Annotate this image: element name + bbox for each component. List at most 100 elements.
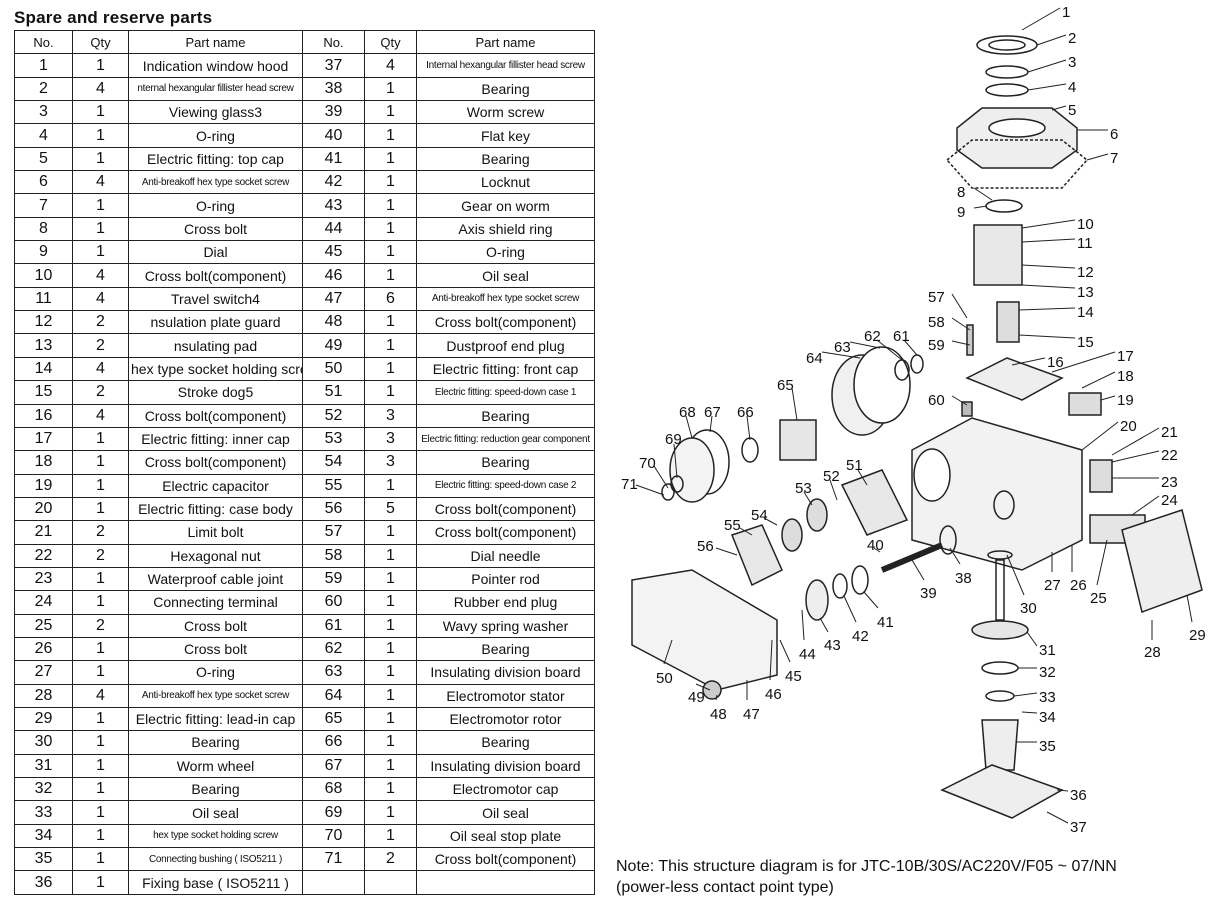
viewing-glass-shape (985, 65, 1029, 79)
cell-qty: 1 (364, 356, 417, 382)
waterproof-cable-joint-shape (1089, 459, 1113, 493)
cell-no: 33 (14, 800, 73, 825)
part-callout-11: 11 (1077, 235, 1093, 252)
part-callout-56: 56 (697, 538, 714, 555)
cell-qty: 1 (364, 613, 417, 638)
cell-part-name: Stroke dog5 (128, 380, 303, 405)
leader-line-63 (849, 341, 881, 349)
cell-part-name: Axis shield ring (416, 216, 595, 242)
cell-no: 71 (302, 847, 365, 872)
part-callout-1: 1 (1062, 4, 1070, 21)
leader-line-14 (1018, 307, 1076, 311)
cell-no: 46 (302, 263, 365, 288)
note-line-1: Note: This structure diagram is for JTC-… (616, 858, 1117, 875)
cell-no: 21 (14, 520, 73, 545)
part-callout-8: 8 (957, 184, 965, 201)
o-ring-4-shape (985, 83, 1029, 97)
cell-no: 39 (302, 100, 365, 125)
cell-qty: 3 (364, 403, 417, 428)
cell-no: 48 (302, 310, 365, 335)
leader-line-59 (951, 340, 971, 346)
cell-qty: 1 (72, 566, 129, 592)
leader-line-20 (1081, 421, 1119, 451)
part-callout-39: 39 (920, 585, 937, 602)
column-header-part-name: Part name (128, 29, 303, 55)
part-callout-12: 12 (1077, 264, 1094, 281)
electromotor-rotor-shape (779, 419, 817, 461)
part-callout-66: 66 (737, 404, 754, 421)
indication-window-hood-inner (988, 39, 1026, 51)
part-callout-31: 31 (1039, 642, 1056, 659)
cell-qty: 1 (364, 660, 417, 685)
cell-part-name: O-ring (128, 123, 303, 148)
part-callout-46: 46 (765, 686, 782, 703)
leader-line-12 (1021, 264, 1076, 269)
leader-line-44 (801, 609, 805, 641)
part-callout-29: 29 (1189, 627, 1206, 644)
leader-line-39 (911, 559, 925, 581)
bearing-38-shape (939, 525, 957, 555)
part-callout-38: 38 (955, 570, 972, 587)
cell-qty: 1 (364, 776, 417, 802)
cell-qty: 1 (364, 333, 417, 358)
bearing-32-shape (981, 661, 1019, 675)
locknut-shape (832, 573, 848, 599)
leader-line-18 (1081, 371, 1116, 389)
cell-qty: 1 (364, 800, 417, 825)
cell-no: 6 (14, 170, 73, 195)
column-header-part-name: Part name (416, 29, 595, 55)
cell-qty: 1 (364, 380, 417, 405)
cell-no: 2 (14, 76, 73, 102)
leader-line-4 (1027, 83, 1067, 91)
cell-part-name: Travel switch4 (128, 286, 303, 312)
reduction-gear-shape-2 (781, 518, 803, 552)
table-header-row: No. Qty Part name No. Qty Part name (14, 29, 595, 55)
leader-line-29 (1186, 594, 1193, 623)
cell-part-name: Limit bolt (128, 520, 303, 545)
leader-line-67 (709, 415, 713, 433)
worm-wheel-shape (971, 620, 1029, 640)
part-callout-22: 22 (1161, 447, 1178, 464)
cell-qty: 1 (72, 800, 129, 825)
top-cap-shape (956, 107, 1078, 169)
cell-no: 51 (302, 380, 365, 405)
part-callout-54: 54 (751, 507, 768, 524)
cell-qty: 1 (72, 216, 129, 242)
cell-part-name: Indication window hood (128, 53, 303, 78)
leader-line-17 (1051, 351, 1116, 373)
cell-qty: 1 (364, 636, 417, 662)
leader-lines (635, 7, 1193, 824)
electric-capacitor-shape (1068, 392, 1102, 416)
leader-line-13 (1021, 284, 1076, 289)
cell-no: 38 (302, 76, 365, 102)
cell-no: 37 (302, 53, 365, 78)
cell-part-name: O-ring (128, 660, 303, 685)
leader-line-49 (695, 683, 711, 691)
front-cap-shape (631, 569, 778, 691)
cell-part-name: Electromotor cap (416, 776, 595, 802)
leader-line-3 (1027, 59, 1067, 73)
part-callout-63: 63 (834, 339, 851, 356)
cell-qty: 4 (72, 356, 129, 382)
cell-qty: 1 (72, 660, 129, 685)
cell-no: 60 (302, 590, 365, 615)
cell-qty: 1 (72, 426, 129, 452)
cell-qty: 1 (72, 636, 129, 662)
cell-no: 7 (14, 193, 73, 218)
leader-line-48 (715, 694, 718, 701)
dial-shape (985, 199, 1023, 213)
part-callout-49: 49 (688, 689, 705, 706)
cell-qty: 1 (72, 706, 129, 732)
cell-part-name: Connecting terminal (128, 590, 303, 615)
leader-line-25 (1096, 539, 1108, 586)
cell-part-name: Cross bolt(component) (128, 403, 303, 428)
